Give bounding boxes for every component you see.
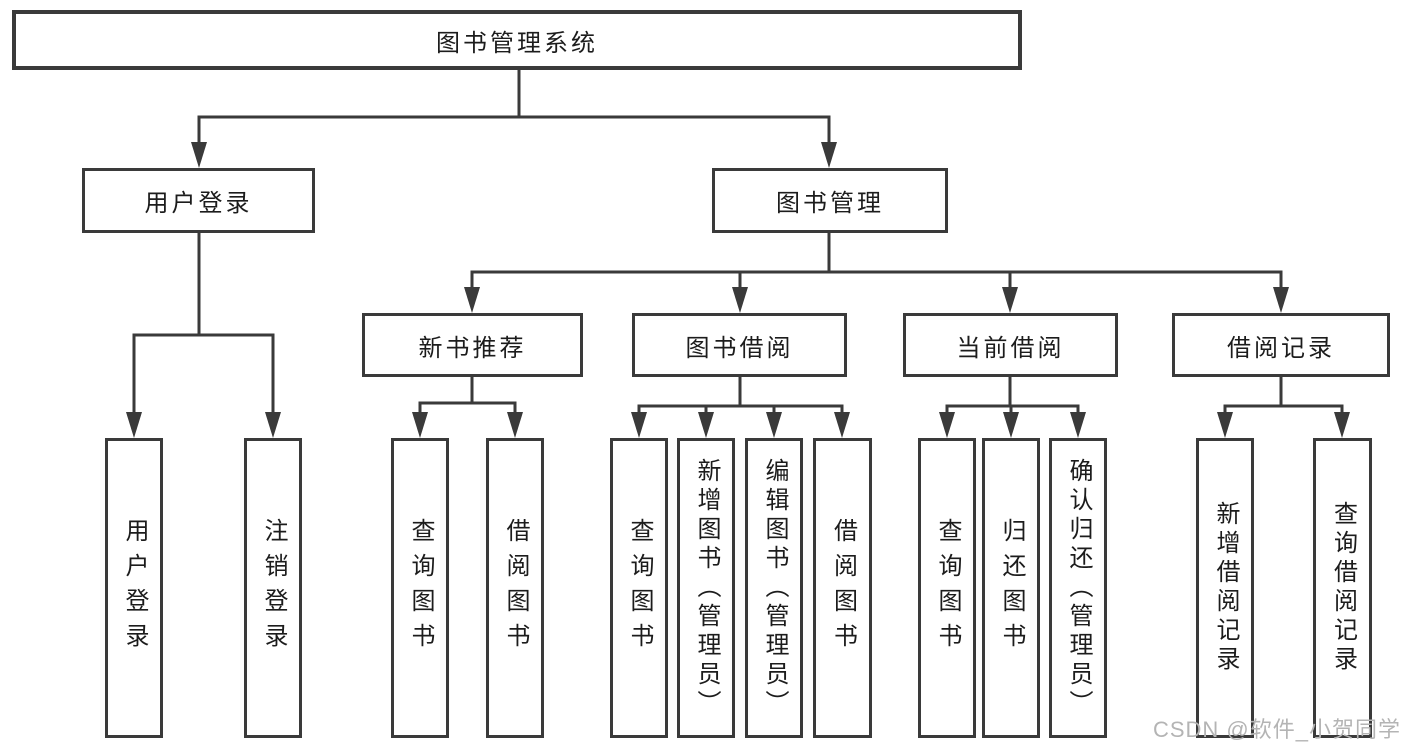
arrowhead xyxy=(507,412,523,438)
arrowhead xyxy=(834,412,850,438)
leaf-confirm-return-admin: 确认归还（管理员） xyxy=(1049,438,1107,738)
arrowhead xyxy=(1217,412,1233,438)
connector-path xyxy=(470,270,1283,291)
leaf-add-books-admin-label: 新增图书（管理员） xyxy=(693,457,720,719)
leaf-user-login-label: 用户登录 xyxy=(121,518,148,658)
leaf-edit-books-admin: 编辑图书（管理员） xyxy=(745,438,803,738)
node-book-borrowing-label: 图书借阅 xyxy=(685,334,794,362)
arrowhead xyxy=(126,412,142,438)
leaf-query-books-recommend-label: 查询图书 xyxy=(407,518,434,658)
node-user-login-label: 用户登录 xyxy=(144,190,253,217)
leaf-add-books-admin: 新增图书（管理员） xyxy=(677,438,735,738)
leaf-query-books-current-label: 查询图书 xyxy=(934,518,961,658)
leaf-borrow-books-borrowing-label: 借阅图书 xyxy=(829,518,857,658)
leaf-add-borrow-record: 新增借阅记录 xyxy=(1196,438,1254,738)
arrowhead xyxy=(732,287,748,313)
node-new-book-recommendation: 新书推荐 xyxy=(362,313,583,377)
connector-path xyxy=(418,401,517,416)
leaf-return-books: 归还图书 xyxy=(982,438,1040,738)
node-root: 图书管理系统 xyxy=(12,10,1022,70)
leaf-borrow-books-borrowing: 借阅图书 xyxy=(813,438,872,738)
leaf-add-borrow-record-label: 新增借阅记录 xyxy=(1212,501,1239,675)
leaf-logout: 注销登录 xyxy=(244,438,302,738)
arrowhead xyxy=(1334,412,1350,438)
leaf-query-borrow-record: 查询借阅记录 xyxy=(1313,438,1372,738)
connector-path xyxy=(1223,404,1344,416)
arrowhead xyxy=(1273,287,1289,313)
leaf-user-login: 用户登录 xyxy=(105,438,163,738)
leaf-borrow-books-recommend: 借阅图书 xyxy=(486,438,544,738)
leaf-confirm-return-admin-label: 确认归还（管理员） xyxy=(1065,457,1092,719)
node-current-borrowing: 当前借阅 xyxy=(903,313,1118,377)
leaf-query-borrow-record-label: 查询借阅记录 xyxy=(1329,501,1357,675)
leaf-borrow-books-recommend-label: 借阅图书 xyxy=(502,518,529,658)
node-new-book-recommendation-label: 新书推荐 xyxy=(418,334,527,362)
watermark: CSDN @软件_小贺同学 xyxy=(1152,717,1401,742)
leaf-return-books-label: 归还图书 xyxy=(998,518,1025,658)
node-book-borrowing: 图书借阅 xyxy=(632,313,847,377)
connector-path xyxy=(132,333,275,416)
node-borrowing-records-label: 借阅记录 xyxy=(1227,334,1335,362)
leaf-query-books-borrowing: 查询图书 xyxy=(610,438,668,738)
arrowhead xyxy=(1002,287,1018,313)
connector-path xyxy=(197,115,831,146)
arrowhead xyxy=(412,412,428,438)
arrowhead xyxy=(698,412,714,438)
node-borrowing-records: 借阅记录 xyxy=(1172,313,1390,377)
arrowhead xyxy=(766,412,782,438)
arrowhead xyxy=(464,287,480,313)
connectors xyxy=(126,70,1350,438)
arrowhead xyxy=(821,142,837,168)
arrowhead xyxy=(191,142,207,168)
leaf-logout-label: 注销登录 xyxy=(260,518,287,658)
leaf-query-books-current: 查询图书 xyxy=(918,438,976,738)
node-book-management: 图书管理 xyxy=(712,168,948,233)
arrowhead xyxy=(1003,412,1019,438)
arrowhead xyxy=(631,412,647,438)
arrowhead xyxy=(265,412,281,438)
arrowhead xyxy=(939,412,955,438)
node-root-label: 图书管理系统 xyxy=(436,29,598,57)
node-book-management-label: 图书管理 xyxy=(776,190,884,217)
connector-path xyxy=(637,404,844,416)
leaf-query-books-recommend: 查询图书 xyxy=(391,438,449,738)
leaf-edit-books-admin-label: 编辑图书（管理员） xyxy=(761,457,788,719)
arrowhead xyxy=(1070,412,1086,438)
node-user-login: 用户登录 xyxy=(82,168,315,233)
node-current-borrowing-label: 当前借阅 xyxy=(956,334,1065,362)
leaf-query-books-borrowing-label: 查询图书 xyxy=(626,518,653,658)
